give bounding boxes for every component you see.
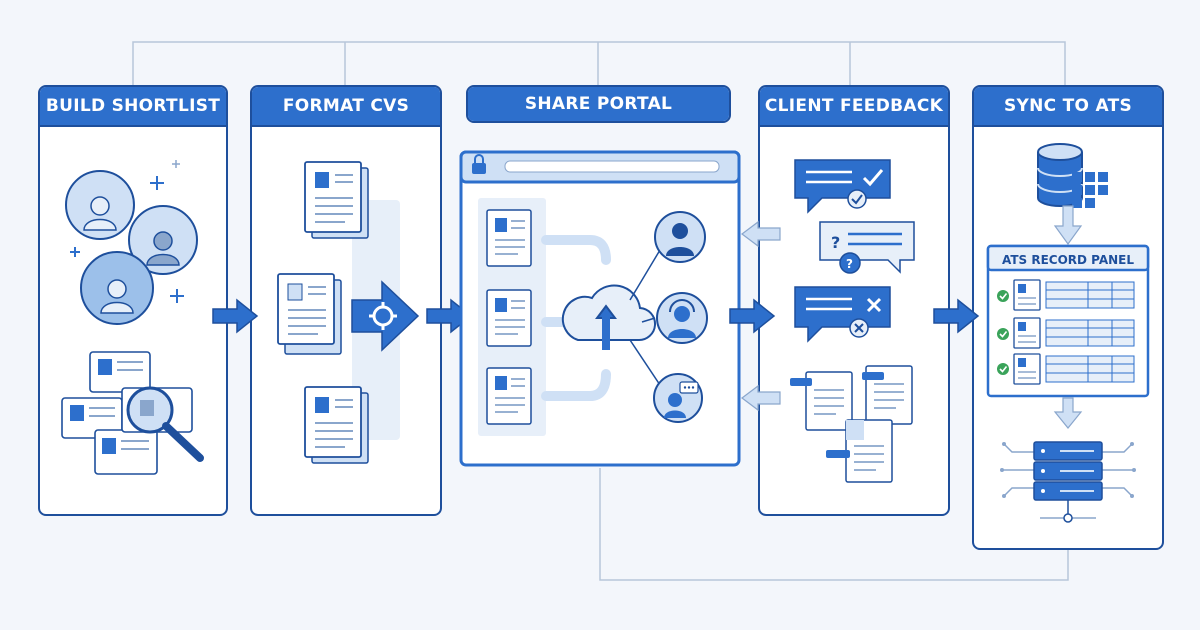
ats-record-row	[997, 279, 1135, 311]
client-avatar-icon	[654, 211, 706, 263]
svg-text:?: ?	[846, 257, 853, 271]
stage-share-portal: SHARE PORTAL	[466, 85, 731, 123]
stage-title: SYNC TO ATS	[974, 87, 1162, 127]
arrow-right-icon	[933, 299, 979, 333]
question-comment-icon: ? ?	[819, 221, 915, 274]
data-grid-icon	[1072, 172, 1108, 208]
candidate-group-icon	[65, 160, 198, 325]
cloud-upload-icon	[561, 284, 656, 350]
portal-cv-icon	[486, 367, 532, 425]
portal-cv-icon	[486, 209, 532, 267]
arrow-left-icon	[741, 221, 781, 247]
arrow-down-icon	[1053, 397, 1083, 429]
ats-record-panel-title: ATS RECORD PANEL	[1001, 253, 1135, 267]
rejected-comment-icon	[794, 286, 891, 343]
share-connector-lines	[629, 249, 661, 386]
cv-document-icon	[277, 273, 342, 355]
ats-record-row	[997, 317, 1135, 349]
stage-title: CLIENT FEEDBACK	[760, 87, 948, 127]
profile-search-icon	[61, 351, 204, 475]
arrow-down-icon	[1053, 205, 1083, 246]
cv-document-icon	[304, 386, 369, 464]
database-icon	[1037, 143, 1083, 207]
annotated-cv-icon	[790, 365, 913, 483]
ats-record-rows	[997, 279, 1135, 385]
ats-record-row	[997, 353, 1135, 385]
approved-comment-icon	[794, 159, 891, 214]
server-icon	[1000, 441, 1136, 523]
portal-cv-icon	[486, 289, 532, 347]
chat-user-icon	[653, 373, 703, 423]
stage-title: BUILD SHORTLIST	[40, 87, 226, 127]
format-gear-arrow-icon	[351, 280, 420, 352]
support-agent-icon	[656, 292, 708, 344]
arrow-left-icon	[741, 385, 781, 411]
stage-title: SHARE PORTAL	[468, 87, 729, 121]
arrow-right-icon	[212, 299, 258, 333]
cv-document-icon	[304, 161, 369, 239]
stage-title: FORMAT CVS	[252, 87, 440, 127]
svg-text:?: ?	[831, 233, 840, 252]
lock-icon	[472, 154, 486, 174]
